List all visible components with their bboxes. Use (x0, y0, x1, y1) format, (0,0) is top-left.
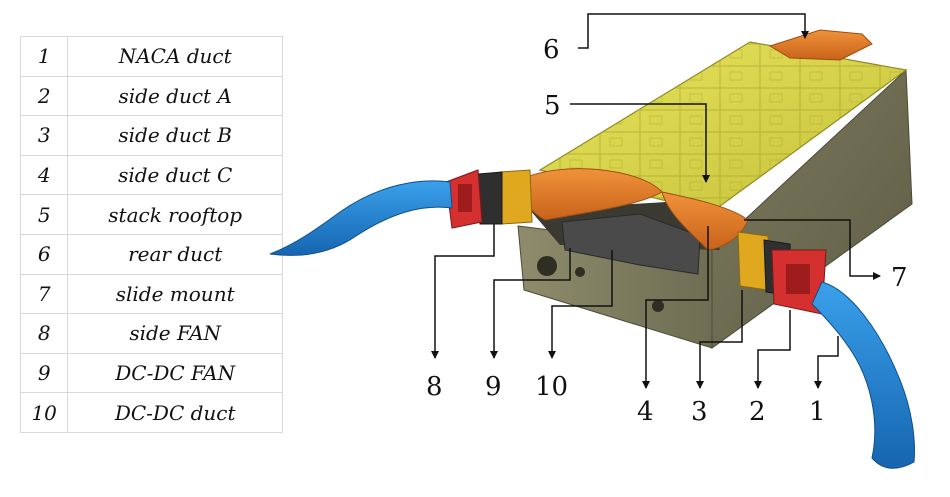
legend-name: DC-DC FAN (67, 352, 283, 394)
leader-1 (814, 336, 839, 389)
dcdc-duct (561, 213, 701, 275)
front-hole (537, 256, 557, 276)
front-hole (652, 300, 664, 312)
leader-8 (431, 224, 495, 359)
side-fan-left-inner (458, 184, 472, 212)
leader-9 (490, 248, 571, 359)
side-duct-c (519, 168, 663, 221)
legend-name: slide mount (67, 273, 283, 315)
side-duct-b (661, 191, 749, 251)
side-fan-right-inner (786, 264, 810, 294)
legend-number: 5 (19, 194, 69, 235)
callout-9: 9 (485, 372, 502, 402)
legend-name: side FAN (67, 313, 283, 354)
callout-6: 6 (543, 35, 560, 65)
leader-10 (548, 250, 613, 359)
legend-name: side duct A (67, 75, 283, 117)
naca-duct-left (269, 180, 453, 256)
front-hole (575, 267, 585, 277)
leader-3 (696, 290, 743, 389)
callout-1: 1 (809, 397, 826, 427)
right-fan-collar (737, 231, 769, 291)
callout-4: 4 (637, 397, 654, 427)
legend-number: 7 (19, 273, 69, 315)
callout-2: 2 (749, 397, 766, 427)
stack-rooftop-grid (540, 42, 906, 212)
legend-name: NACA duct (67, 36, 283, 77)
legend-number: 6 (19, 233, 69, 275)
legend-number: 1 (19, 36, 69, 77)
rear-duct (768, 29, 873, 61)
callout-leaders (431, 13, 881, 389)
legend-name: rear duct (67, 233, 283, 275)
callout-8: 8 (426, 372, 443, 402)
callout-10: 10 (535, 372, 568, 402)
legend-number: 9 (19, 352, 69, 394)
legend-number: 2 (19, 75, 69, 117)
naca-duct (811, 281, 915, 469)
leader-5 (570, 103, 710, 183)
leader-6 (578, 13, 809, 49)
callout-5: 5 (544, 91, 561, 121)
legend-name: DC-DC duct (67, 392, 283, 433)
leader-4 (642, 226, 709, 389)
callout-3: 3 (691, 397, 708, 427)
leader-2 (754, 310, 791, 389)
legend-number: 3 (19, 115, 69, 156)
legend-number: 10 (19, 392, 69, 433)
leader-7 (744, 219, 881, 280)
legend-number: 8 (19, 313, 69, 354)
dcdc-fan (499, 169, 533, 225)
callout-7: 7 (891, 263, 908, 293)
